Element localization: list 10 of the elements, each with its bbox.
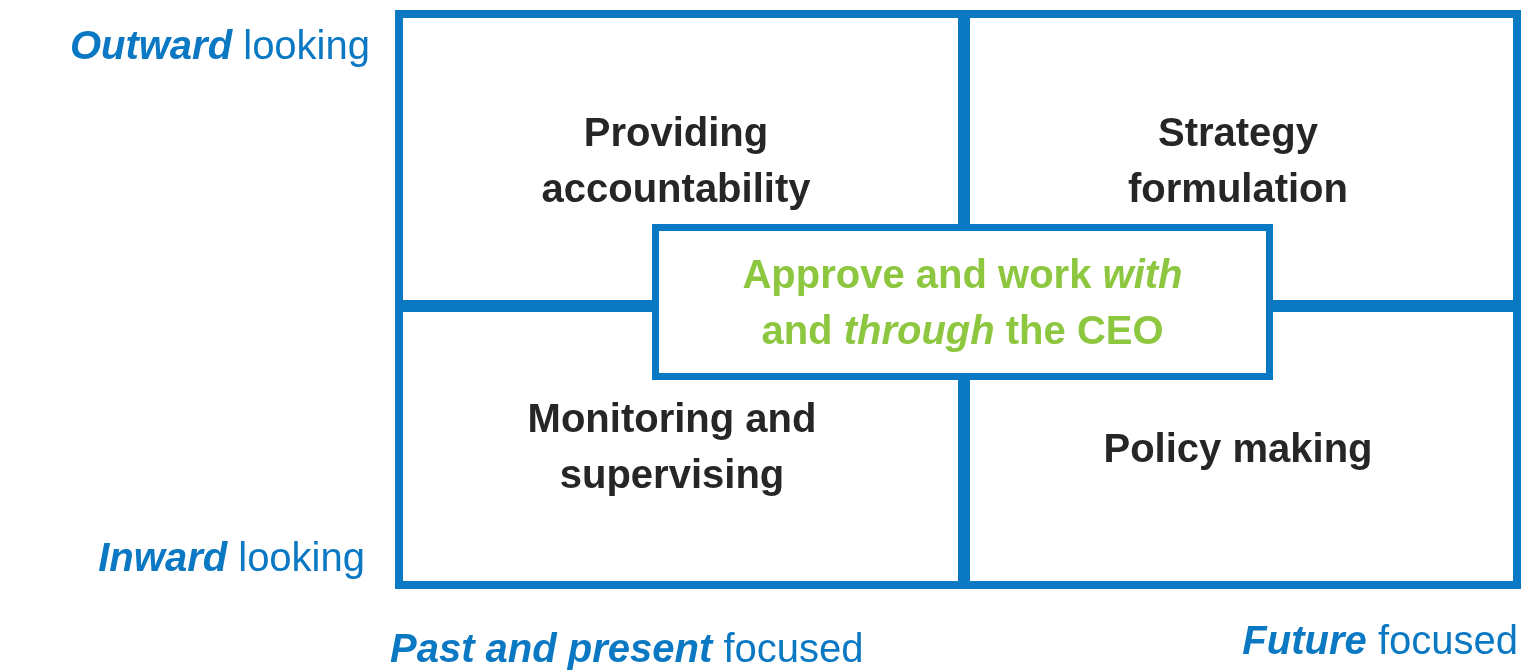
quadrant-label: Strategy formulation [1127,109,1349,212]
axis-label: Inward looking [98,537,365,577]
axis-label: Past and present focused [390,628,864,668]
quadrant-label: Providing accountability [540,109,812,212]
quadrant-label: Policy making [1103,425,1373,472]
center-box [652,224,1273,380]
quadrant-label: Monitoring and supervising [526,395,818,498]
axis-label: Outward looking [69,25,370,65]
axis-label: Future focused [1242,620,1518,660]
center-text: Approve and work with and through the CEO [741,251,1184,354]
